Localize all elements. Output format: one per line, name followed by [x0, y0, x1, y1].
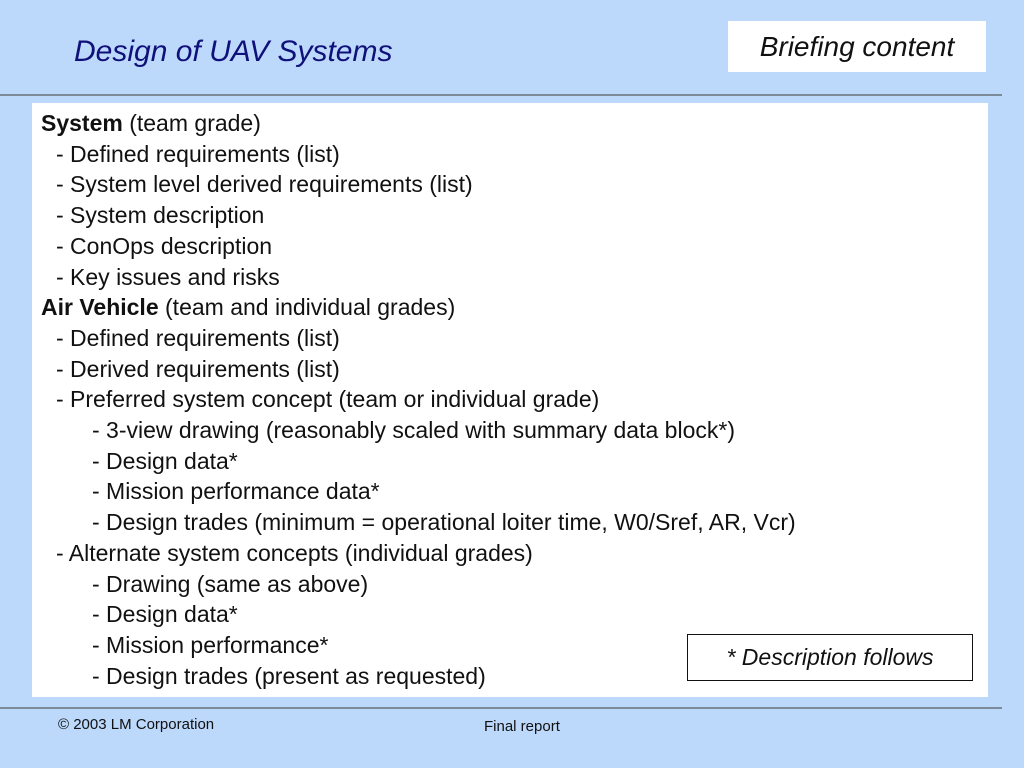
content-line: - Drawing (same as above) — [92, 569, 368, 599]
bottom-divider — [0, 707, 1002, 709]
content-line: - Mission performance data* — [92, 476, 380, 506]
line-text: - ConOps description — [56, 232, 273, 259]
line-text: (team grade) — [122, 110, 261, 136]
briefing-content-badge: Briefing content — [728, 21, 986, 72]
description-note: * Description follows — [687, 634, 973, 681]
content-line: System (team grade) — [41, 108, 261, 138]
top-divider — [0, 94, 1002, 96]
line-text: - Drawing (same as above) — [92, 570, 369, 597]
line-text: - Derived requirements (list) — [56, 355, 340, 382]
line-text: - Defined requirements (list) — [56, 140, 340, 167]
line-text: - Design data* — [92, 447, 238, 474]
line-text: - Defined requirements (list) — [56, 324, 340, 351]
content-line: - System description — [56, 200, 264, 230]
content-panel: System (team grade)- Defined requirement… — [32, 103, 988, 697]
content-line: - Design data* — [92, 599, 238, 629]
content-line: - Mission performance* — [92, 630, 328, 660]
section-heading: System — [41, 110, 123, 136]
content-line: - System level derived requirements (lis… — [56, 169, 473, 199]
content-line: - 3-view drawing (reasonably scaled with… — [92, 415, 735, 445]
content-line: - Defined requirements (list) — [56, 323, 340, 353]
footer-copyright: © 2003 LM Corporation — [58, 716, 215, 733]
content-line: - Key issues and risks — [56, 262, 280, 292]
line-text: - Design trades (minimum = operational l… — [92, 509, 796, 536]
line-text: - Preferred system concept (team or indi… — [56, 386, 600, 413]
line-text: - Alternate system concepts (individual … — [56, 539, 533, 566]
line-text: - Mission performance* — [92, 631, 329, 658]
content-line: - Design data* — [92, 446, 238, 476]
footer-label: Final report — [484, 718, 560, 735]
content-line: - ConOps description — [56, 231, 272, 261]
content-line: Air Vehicle (team and individual grades) — [41, 292, 455, 322]
content-line: - Design trades (present as requested) — [92, 661, 486, 691]
line-text: - Key issues and risks — [56, 263, 280, 290]
content-line: - Derived requirements (list) — [56, 354, 340, 384]
line-text: - Design trades (present as requested) — [92, 662, 486, 689]
line-text: - Design data* — [92, 601, 238, 628]
line-text: - Mission performance data* — [92, 478, 380, 505]
content-line: - Design trades (minimum = operational l… — [92, 507, 796, 537]
line-text: - 3-view drawing (reasonably scaled with… — [92, 417, 735, 443]
slide-title: Design of UAV Systems — [74, 35, 393, 68]
line-text: - System description — [56, 202, 265, 229]
content-line: - Defined requirements (list) — [56, 139, 340, 169]
line-text: (team and individual grades) — [158, 294, 456, 321]
section-heading: Air Vehicle — [41, 294, 159, 321]
content-line: - Preferred system concept (team or indi… — [56, 384, 599, 414]
content-line: - Alternate system concepts (individual … — [56, 538, 533, 568]
line-text: - System level derived requirements (lis… — [56, 171, 473, 198]
